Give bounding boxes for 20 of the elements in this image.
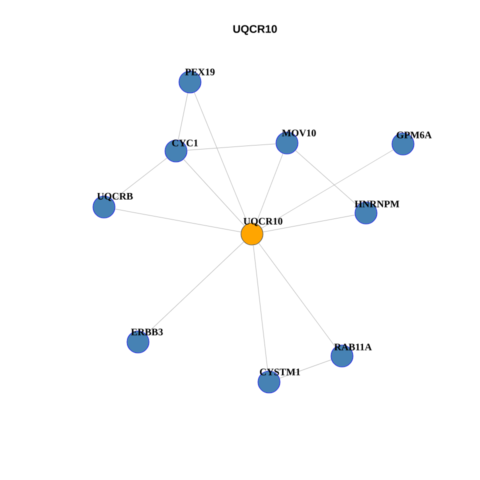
edge-line [183, 159, 245, 226]
edge-line [114, 208, 242, 232]
edge-line [253, 244, 268, 372]
node-label: UQCRB [97, 192, 133, 202]
edge-line [112, 158, 168, 200]
edge-line [258, 242, 336, 348]
node-label: UQCR10 [244, 218, 282, 226]
node-label: PEX19 [185, 68, 215, 76]
edge-line [262, 214, 356, 232]
edge-line [187, 144, 276, 150]
node-label: ERBB3 [131, 328, 163, 336]
edge-line [279, 360, 332, 378]
chart-title: UQCR10 [233, 25, 277, 35]
edge-line [146, 242, 244, 334]
edge-line [261, 150, 394, 228]
edge-line [194, 92, 248, 224]
edge-line [178, 92, 188, 140]
node-label: MOV10 [282, 130, 316, 136]
edge-line [295, 150, 358, 206]
node-label: CYSTM1 [260, 368, 300, 376]
